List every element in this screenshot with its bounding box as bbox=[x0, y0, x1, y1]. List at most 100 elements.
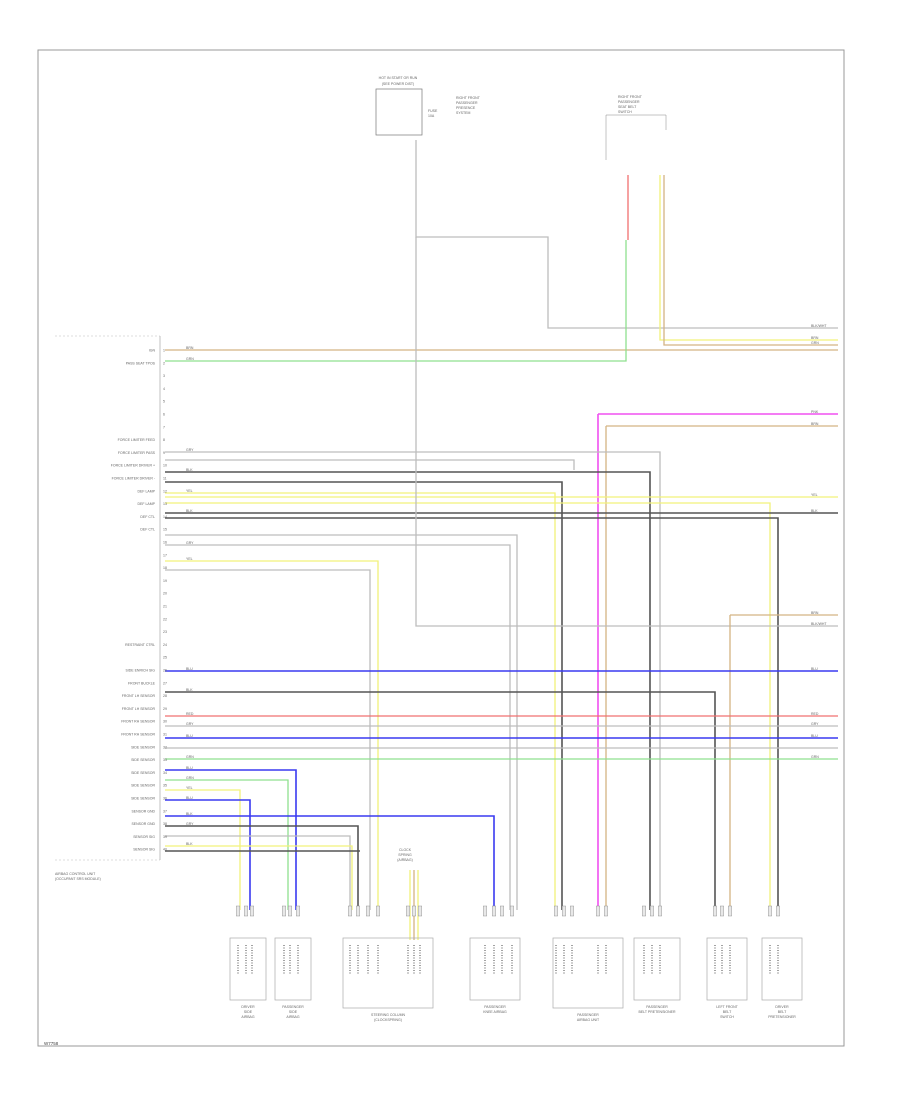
right-wire-label: BLK bbox=[811, 509, 818, 513]
right-labels: BLK/WHTBRNGRNPNKBRNYELBLKBRNBLK/WHTBLURE… bbox=[811, 324, 827, 759]
module-pin-label: SIDE SENSOR bbox=[131, 784, 155, 788]
wire-color-tag: YEL bbox=[186, 489, 193, 493]
connector-label: DRIVER bbox=[775, 1005, 789, 1009]
pin-number: 36 bbox=[163, 797, 167, 801]
module-pin-label: DEF CTL bbox=[140, 528, 155, 532]
pin-number: 2 bbox=[163, 361, 165, 365]
wire-blk bbox=[165, 471, 651, 910]
wire-gry bbox=[165, 534, 518, 910]
pin-number: 19 bbox=[163, 579, 167, 583]
pin-number: 5 bbox=[163, 400, 165, 404]
pin-number: 14 bbox=[163, 515, 167, 519]
connector-label: BELT bbox=[778, 1010, 787, 1014]
pin-number: 40 bbox=[163, 848, 167, 852]
wire-color-tag: BLU bbox=[186, 667, 193, 671]
pin-number: 13 bbox=[163, 502, 167, 506]
wire-yel bbox=[165, 845, 353, 910]
wire-yel bbox=[165, 560, 379, 910]
module-pin-label: FRONT LH SENSOR bbox=[122, 707, 156, 711]
pin-number: 23 bbox=[163, 630, 167, 634]
connector-label: KNEE AIRBAG bbox=[483, 1010, 507, 1014]
fuse-title: HOT IN START OR RUN bbox=[379, 76, 418, 80]
wire-color-tag: BLK bbox=[186, 688, 193, 692]
connector-label: STEERING COLUMN bbox=[371, 1013, 406, 1017]
pin-number: 15 bbox=[163, 528, 167, 532]
wire-brn bbox=[663, 175, 838, 346]
pin-number: 38 bbox=[163, 822, 167, 826]
fuse-note-3: PRESENCE bbox=[456, 106, 476, 110]
pin-number: 30 bbox=[163, 720, 167, 724]
module-title-2: (OCCUPANT SRS MODULE) bbox=[55, 877, 101, 881]
right-wire-label: PNK bbox=[811, 410, 819, 414]
connector-label: LEFT FRONT bbox=[716, 1005, 738, 1009]
fuse-note-2: PASSENGER bbox=[456, 101, 478, 105]
clock-spring-1: CLOCK bbox=[399, 848, 412, 852]
pin-number: 17 bbox=[163, 553, 167, 557]
module-pin-label: DEF LAMP bbox=[137, 489, 155, 493]
pin-number: 12 bbox=[163, 489, 167, 493]
module-title-1: AIRBAG CONTROL UNIT bbox=[55, 872, 96, 876]
clock-spring-3: (AIRBAG) bbox=[397, 858, 413, 862]
wire-color-tag: YEL bbox=[186, 557, 193, 561]
pin-number: 7 bbox=[163, 425, 165, 429]
svg-text:10A: 10A bbox=[428, 114, 435, 118]
module-pin-label: FRONT RH SENSOR bbox=[121, 720, 155, 724]
wire-color-tag: BLK bbox=[186, 842, 193, 846]
wire-grn bbox=[165, 240, 627, 362]
pin-number: 27 bbox=[163, 681, 167, 685]
pin-number: 20 bbox=[163, 592, 167, 596]
module-pin-label: PASS SEAT TPOS bbox=[126, 361, 156, 365]
switch-title-2: PASSENGER bbox=[618, 100, 640, 104]
fuse-subtitle: (SEE POWER DIST) bbox=[382, 82, 414, 86]
wire-color-tag: GRY bbox=[186, 541, 194, 545]
module-pin-label: FORCE LIMITER DRIVER - bbox=[112, 477, 156, 481]
right-wire-label: BLK/WHT bbox=[811, 622, 827, 626]
module-pin-label: SENSOR SIG bbox=[133, 835, 155, 839]
right-wire-label: BLU bbox=[811, 734, 818, 738]
wire-color-tag: GRY bbox=[186, 448, 194, 452]
pin-number: 35 bbox=[163, 784, 167, 788]
module-pin-label: SIDE SENSOR bbox=[131, 758, 155, 762]
pin-number: 10 bbox=[163, 464, 167, 468]
connector-label: SWITCH bbox=[720, 1015, 734, 1019]
fuse-note-1: RIGHT FRONT bbox=[456, 96, 481, 100]
pin-number: 22 bbox=[163, 617, 167, 621]
right-wire-label: RED bbox=[811, 712, 819, 716]
connector-label: AIRBAG bbox=[286, 1015, 300, 1019]
connector-label: DRIVER bbox=[241, 1005, 255, 1009]
pin-number: 28 bbox=[163, 694, 167, 698]
module-pin-label: RESTRAINT CTRL bbox=[125, 643, 155, 647]
module-pin-label: SIDE SENSOR bbox=[131, 797, 155, 801]
right-wire-label: BRN bbox=[811, 336, 819, 340]
wire-gry bbox=[165, 544, 511, 910]
pin-number: 3 bbox=[163, 374, 165, 378]
wire-gry bbox=[165, 451, 661, 910]
module-pin-label: SENSOR SIG bbox=[133, 848, 155, 852]
wire-yel bbox=[165, 492, 556, 910]
wire-group: BRNGRNGRYBLKYELBLKGRYYELBLUBLKREDGRYBLUG… bbox=[165, 140, 838, 940]
wire-blk bbox=[165, 825, 359, 910]
wire-brn bbox=[729, 614, 838, 910]
wire-gry bbox=[415, 140, 838, 329]
wire-color-tag: YEL bbox=[186, 786, 193, 790]
module-pin-label: SENSOR GND bbox=[131, 809, 155, 813]
wire-blk bbox=[165, 691, 716, 910]
wire-color-tag: GRN bbox=[186, 357, 194, 361]
pin-number: 25 bbox=[163, 656, 167, 660]
wire-color-tag: BLK bbox=[186, 468, 193, 472]
right-wire-label: GRN bbox=[811, 341, 819, 345]
module-pin-label: DEF LAMP bbox=[137, 502, 155, 506]
wire-blk bbox=[165, 517, 779, 910]
pin-number: 16 bbox=[163, 541, 167, 545]
module-pin-label: SENSOR GND bbox=[131, 822, 155, 826]
pin-number: 18 bbox=[163, 566, 167, 570]
wire-color-tag: RED bbox=[186, 712, 194, 716]
wire-color-tag: BLU bbox=[186, 766, 193, 770]
module-pin-label: IGN bbox=[149, 349, 156, 353]
